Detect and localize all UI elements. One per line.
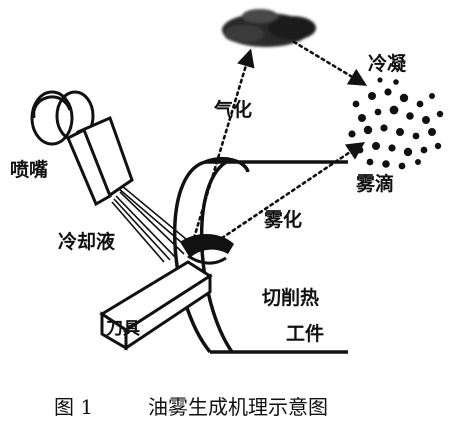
cutting-tool (99, 260, 213, 351)
figure-number: 图 1 (54, 395, 93, 419)
label-atomization: 雾化 (264, 208, 302, 231)
label-condensation: 冷凝 (368, 52, 407, 75)
mist-droplets (348, 77, 444, 170)
nozzle-icon (66, 115, 134, 207)
label-mist-droplets: 雾滴 (356, 172, 394, 195)
label-tool: 刀具 (106, 319, 140, 339)
label-vaporization: 气化 (213, 98, 252, 121)
workpiece-cylinder (173, 157, 348, 354)
cutting-chip (180, 233, 234, 265)
label-nozzle: 喷嘴 (10, 159, 48, 181)
label-workpiece: 工件 (286, 322, 324, 345)
process-arrows (192, 40, 368, 240)
vapor-cloud (222, 9, 316, 47)
figure-caption: 油雾生成机理示意图 (148, 395, 328, 419)
label-cutting-heat: 切削热 (262, 286, 319, 309)
label-coolant: 冷却液 (58, 230, 116, 253)
